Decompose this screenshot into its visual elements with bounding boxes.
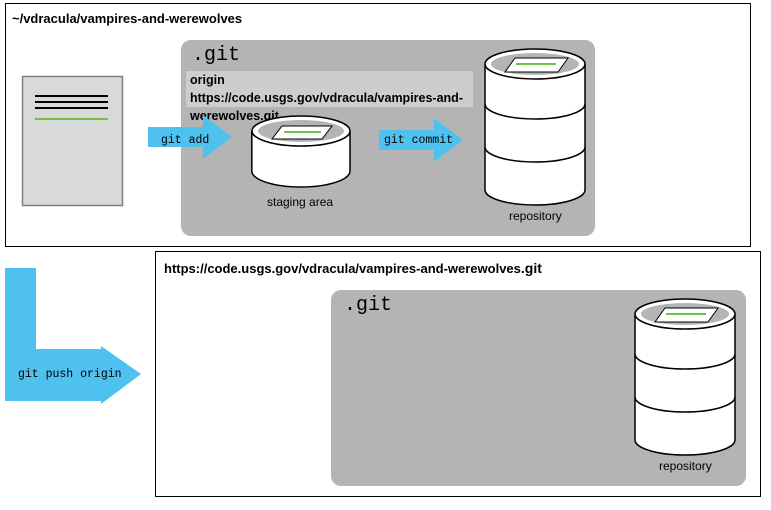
staging-area-label: staging area	[267, 195, 334, 209]
git-commit-arrow	[379, 118, 463, 162]
remote-repository-label: repository	[659, 459, 712, 473]
document-icon	[21, 75, 124, 207]
staging-area-icon	[251, 115, 351, 188]
remote-url-ext: .git	[520, 260, 542, 276]
remote-url-main: https://code.usgs.gov/vdracula/vampires-…	[164, 261, 521, 276]
origin-remote-label: origin https://code.usgs.gov/vdracula/va…	[186, 71, 473, 123]
local-path-title: ~/vdracula/vampires-and-werewolves	[12, 11, 243, 26]
git-push-label: git push origin	[18, 368, 122, 381]
local-git-label: .git	[192, 44, 241, 67]
remote-repository-icon	[634, 298, 736, 456]
local-repository-label: repository	[509, 209, 562, 223]
git-add-label: git add	[161, 134, 210, 147]
local-repository-icon	[484, 48, 586, 206]
remote-url-title: https://code.usgs.gov/vdracula/vampires-…	[164, 260, 542, 276]
remote-git-label: .git	[344, 294, 393, 317]
git-add-arrow	[148, 115, 232, 159]
git-commit-label: git commit	[384, 134, 454, 147]
git-push-arrow	[5, 268, 141, 404]
